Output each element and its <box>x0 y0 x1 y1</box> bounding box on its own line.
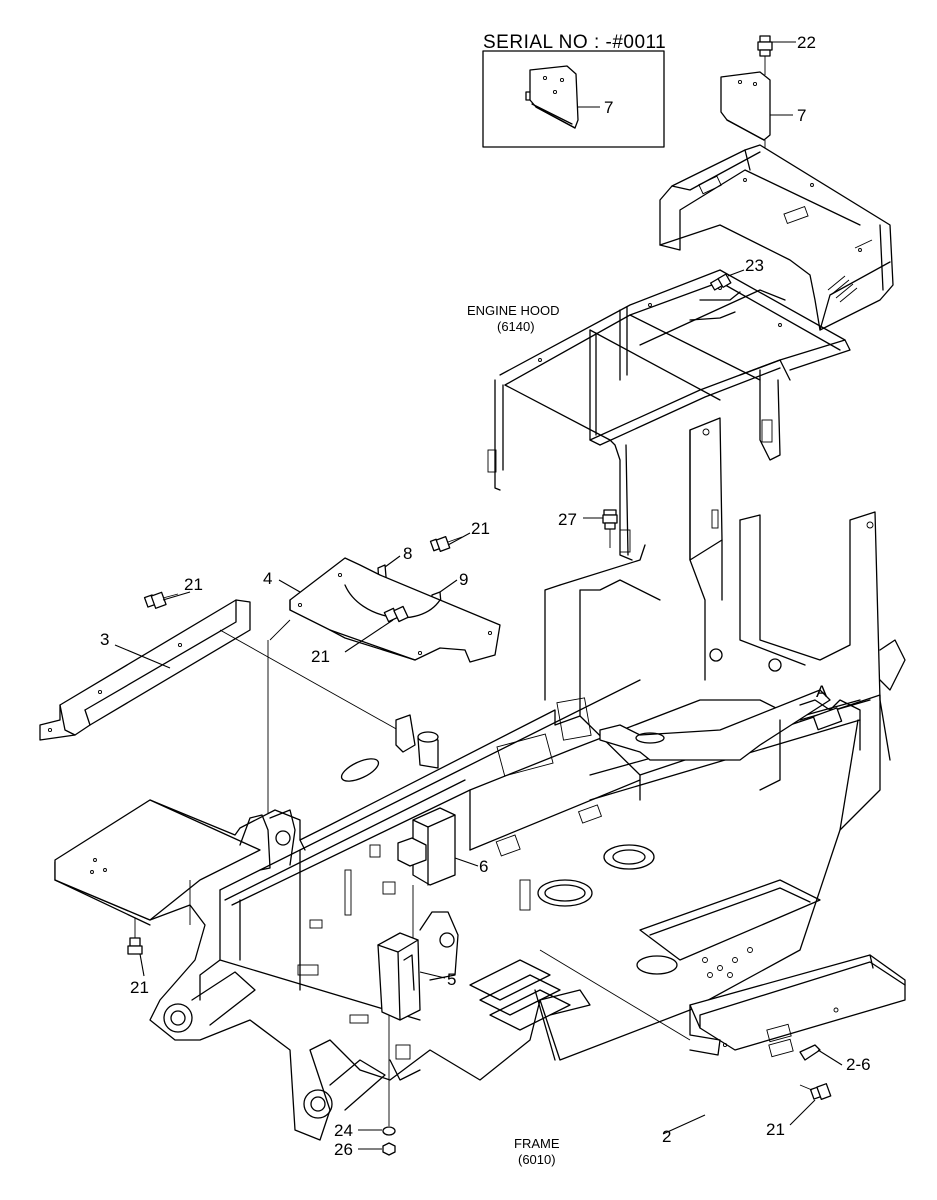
main-frame <box>54 417 906 1141</box>
callout-23: 23 <box>745 256 764 275</box>
callout-2-6: 2-6 <box>846 1055 871 1074</box>
serial-inset: SERIAL NO : -#0011 7 <box>482 32 666 148</box>
callout-A: A <box>816 682 828 701</box>
engine-hood-frame <box>487 269 851 561</box>
callout-22: 22 <box>797 33 816 52</box>
callout-21-left: 21 <box>184 575 203 594</box>
callout-24: 24 <box>334 1121 353 1140</box>
serial-inset-box <box>482 50 665 148</box>
bracket-6 <box>397 807 456 960</box>
bolt-21-right <box>799 1083 832 1100</box>
washer-24 <box>382 1126 396 1136</box>
nut-26 <box>382 1142 396 1156</box>
frame-name: FRAME <box>514 1136 560 1151</box>
callout-26: 26 <box>334 1140 353 1159</box>
callout-21-mid: 21 <box>311 647 330 666</box>
callout-7-inset: 7 <box>604 98 613 117</box>
callout-2: 2 <box>662 1127 671 1146</box>
bolt-21-lower-left <box>127 918 143 955</box>
side-bar-3 <box>39 599 251 741</box>
callout-9: 9 <box>459 570 468 589</box>
inset-bracket-7 <box>525 65 579 129</box>
rear-bar-2 <box>689 954 906 1058</box>
callout-6: 6 <box>479 857 488 876</box>
bolt-21-left <box>143 591 179 609</box>
bolt-27 <box>602 509 618 548</box>
bracket-5 <box>377 932 421 1021</box>
engine-hood-name: ENGINE HOOD <box>467 303 559 318</box>
callout-21-top: 21 <box>471 519 490 538</box>
callout-21-right: 21 <box>766 1120 785 1139</box>
callout-4: 4 <box>263 569 272 588</box>
callout-5: 5 <box>447 970 456 989</box>
engine-hood-cover <box>659 144 894 331</box>
bolt-23 <box>710 273 732 291</box>
engine-hood-code: (6140) <box>497 319 535 334</box>
bolt-21-plate <box>383 605 409 623</box>
callout-27: 27 <box>558 510 577 529</box>
callout-21-lower: 21 <box>130 978 149 997</box>
bracket-7 <box>720 71 771 141</box>
callout-8: 8 <box>403 544 412 563</box>
callout-7: 7 <box>797 106 806 125</box>
bolt-22 <box>757 35 773 75</box>
bolt-21-top <box>429 536 463 552</box>
latch-2-6 <box>799 1044 821 1061</box>
serial-inset-heading: SERIAL NO : -#0011 <box>483 32 666 53</box>
frame-code: (6010) <box>518 1152 556 1167</box>
callout-3: 3 <box>100 630 109 649</box>
